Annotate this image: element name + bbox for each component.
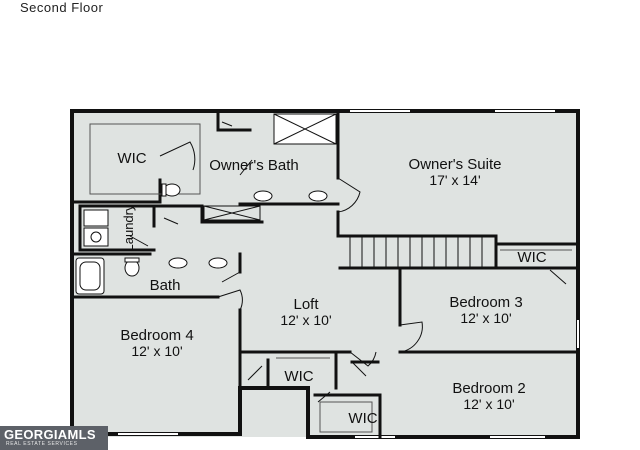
loft-size: 12' x 10' [280,312,331,328]
bathtub-icon [75,257,105,295]
wic-owner-label: WIC [117,150,146,167]
wic-hall-label: WIC [517,249,546,266]
floor-title: Second Floor [20,0,104,15]
stairs [349,236,483,268]
bedroom4-size: 12' x 10' [131,343,182,359]
bath-label: Bath [150,277,181,294]
wic-bed2-label: WIC [348,410,377,427]
laundry-label: Laundry [121,204,136,251]
bedroom2-label: Bedroom 2 [452,380,525,397]
owners-suite-size: 17' x 14' [429,172,480,188]
closet-x [203,205,261,221]
owners-suite-label: Owner's Suite [409,156,502,173]
closet-shelves [89,123,572,433]
bedroom2-size: 12' x 10' [463,396,514,412]
door-swings [129,121,567,403]
bedroom3-label: Bedroom 3 [449,294,522,311]
georgia-mls-watermark: GEORGIAMLS REAL ESTATE SERVICES [0,426,108,450]
watermark-subtitle: REAL ESTATE SERVICES [6,441,78,447]
windows [118,110,579,438]
owners-bath-label: Owner's Bath [209,157,299,174]
watermark-name: GEORGIAMLS [4,427,96,442]
loft-label: Loft [293,296,319,313]
shower [273,113,337,145]
washer-dryer-icon [83,209,109,247]
toilet-icons [124,183,181,277]
floor-area [72,111,578,437]
wic-bed4-label: WIC [284,368,313,385]
bedroom4-label: Bedroom 4 [120,327,193,344]
bedroom3-size: 12' x 10' [460,310,511,326]
interior-walls [70,109,580,439]
sink-icons [168,190,328,269]
